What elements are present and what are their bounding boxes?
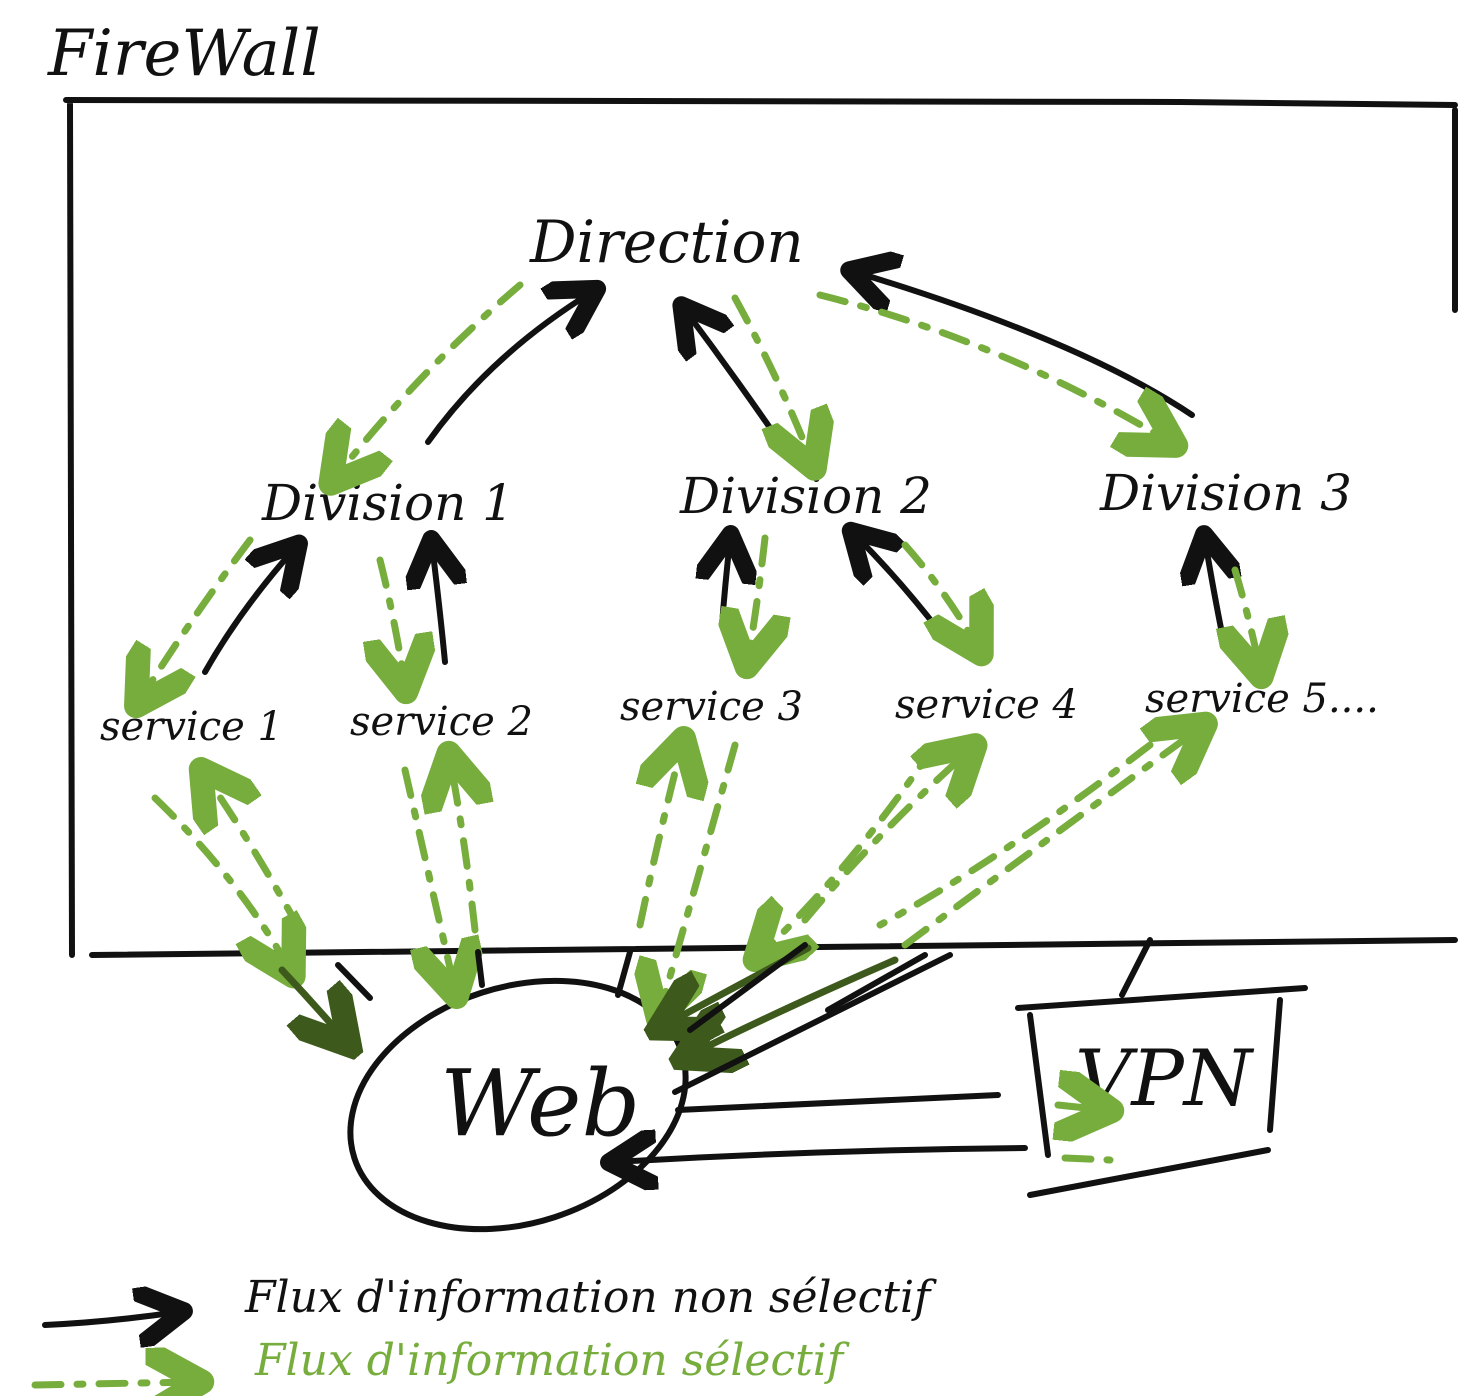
node-service-2: service 2 [350, 699, 533, 745]
green-arrow-web-to-service2 [450, 760, 475, 934]
green-arrow-division1-to-service2 [380, 556, 405, 685]
green-arrow-direction-to-division3 [816, 291, 1170, 442]
black-line-web-vpn-2 [675, 1092, 1001, 1113]
green-arrow-web-to-service5 [901, 728, 1200, 949]
green-arrow-direction-to-division1 [335, 281, 524, 478]
legend-non-selective-label: Flux d'information non sélectif [244, 1272, 937, 1323]
green-arrow-vpn-internal [1058, 1105, 1105, 1110]
legend-selective-label: Flux d'information sélectif [254, 1335, 850, 1386]
node-direction: Direction [529, 208, 804, 276]
green-arrow-service1-to-web [151, 794, 290, 970]
node-division-2: Division 2 [679, 467, 932, 525]
green-arrow-service2-to-web [401, 766, 455, 990]
green-arrow-direction-to-division2 [731, 294, 812, 462]
black-line-web-vpn-1 [672, 952, 953, 1095]
dark-arrow-into-web-service5 [690, 956, 899, 1055]
green-arrow-web-to-service3 [640, 745, 682, 929]
node-service-3: service 3 [620, 684, 803, 730]
black-line-web-top-2 [475, 949, 485, 988]
arrow-division3-to-direction [855, 272, 1195, 418]
legend-black-arrow [42, 1312, 178, 1325]
arrow-service1-to-division1 [202, 548, 295, 675]
green-arrow-web-to-service1 [205, 775, 304, 934]
arrow-service5-to-division3 [1205, 540, 1225, 651]
black-line-web-top-1 [335, 962, 373, 1001]
arrow-vpn-to-web [615, 1148, 1028, 1162]
green-arrow-division2-to-service4 [901, 541, 978, 648]
vpn-node-shape [1015, 937, 1308, 1198]
arrow-division1-to-direction [425, 292, 592, 445]
arrow-service4-to-division2 [855, 535, 943, 635]
green-arrow-division1-to-service1 [140, 536, 254, 700]
green-arrow-web-to-service4 [801, 750, 970, 924]
legend-green-arrow [31, 1382, 195, 1385]
node-division-1: Division 1 [261, 474, 514, 532]
black-line-web-top-5 [825, 952, 928, 1013]
node-web: Web [440, 1050, 640, 1157]
node-service-4: service 4 [895, 682, 1078, 728]
green-arrow-division2-to-service3 [748, 534, 765, 660]
node-service-1: service 1 [100, 704, 283, 750]
arrow-division2-to-direction [685, 310, 778, 438]
green-arrow-service4-to-web [760, 741, 939, 955]
firewall-title: FireWall [47, 17, 321, 91]
green-arrow-service5-to-web [876, 741, 1154, 929]
green-arrow-division3-to-service5 [1235, 566, 1260, 670]
arrow-service2-to-division1 [432, 545, 445, 665]
black-line-web-top-4 [687, 942, 808, 1033]
firewall-boundary [63, 97, 1458, 958]
green-line-vpn-internal [1061, 1154, 1114, 1164]
arrow-service3-to-division2 [722, 540, 730, 628]
dark-arrow-into-web-left [278, 966, 345, 1040]
node-service-5: service 5.... [1145, 676, 1379, 722]
node-division-3: Division 3 [1099, 464, 1352, 522]
black-line-web-top-3 [615, 949, 633, 998]
